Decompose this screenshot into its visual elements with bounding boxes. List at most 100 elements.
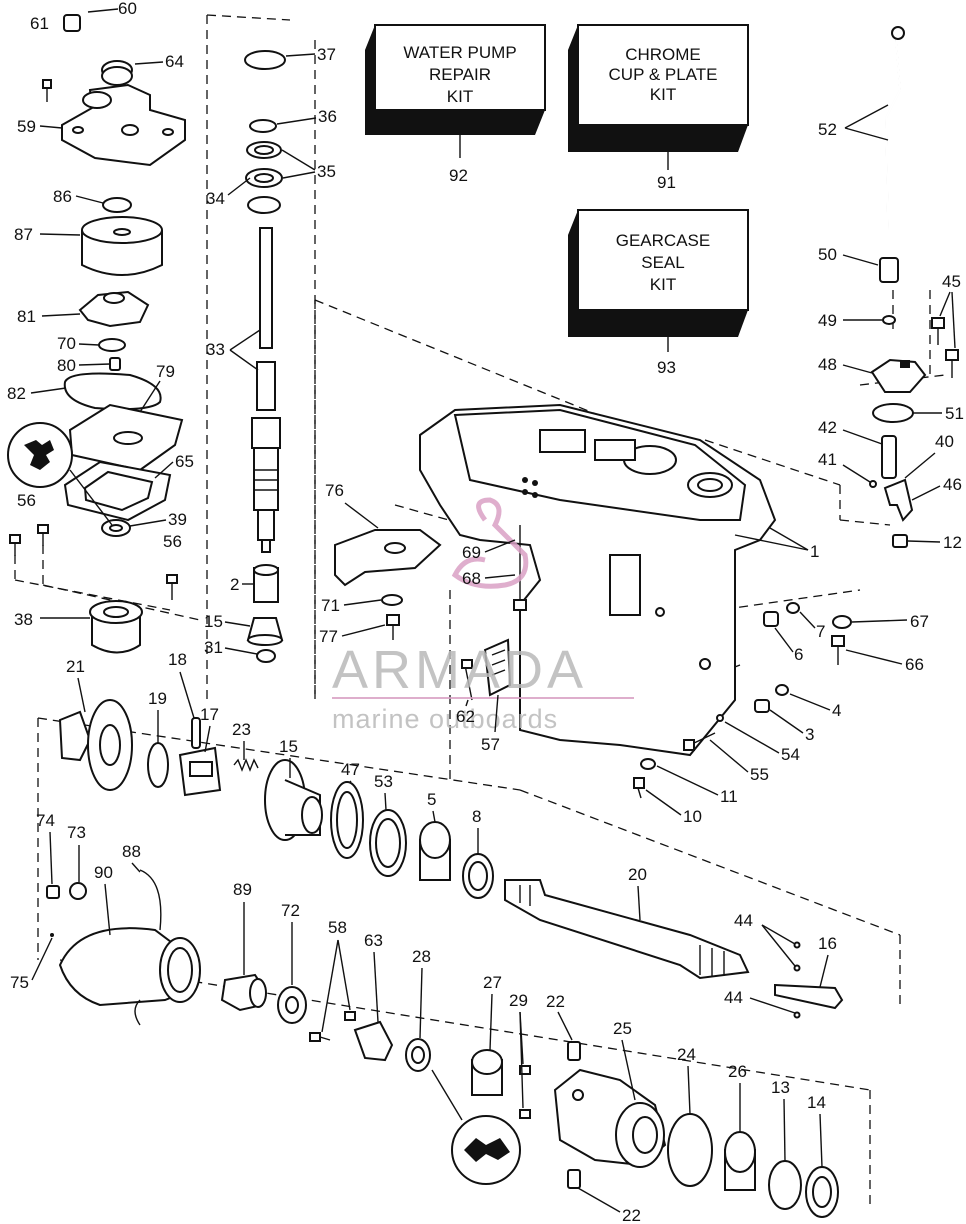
kit-box-chrome-cup: CHROME CUP & PLATE KIT 91: [568, 24, 749, 192]
callout-17: 17: [200, 705, 219, 724]
callout-40: 40: [935, 432, 954, 451]
balls-44: [793, 941, 801, 1019]
callout-31: 31: [204, 638, 223, 657]
key-80: [109, 357, 121, 371]
callout-labels: 60 61 64 59 86 87 81 70 80 82 79 65 39 5…: [7, 0, 964, 1224]
callout-59: 59: [17, 117, 36, 136]
detail-callout-bubble: [7, 422, 113, 526]
callout-73: 73: [67, 823, 86, 842]
callout-41: 41: [818, 450, 837, 469]
callout-63: 63: [364, 931, 383, 950]
callout-81: 81: [17, 307, 36, 326]
kit-chrome-cup-number: 91: [657, 173, 676, 192]
kit-water-pump-line3: KIT: [447, 87, 473, 106]
callout-14: 14: [807, 1093, 826, 1112]
callout-1: 1: [810, 542, 819, 561]
screw-66: [831, 635, 845, 665]
seal-14: [805, 1166, 839, 1218]
callout-55: 55: [750, 765, 769, 784]
drive-shaft-33: [251, 227, 281, 553]
washer-67: [832, 615, 852, 629]
shift-rod-42: [881, 435, 897, 479]
callout-22a: 22: [546, 992, 565, 1011]
callout-66: 66: [905, 655, 924, 674]
thrust-bearing-35: [245, 141, 283, 214]
bearing-housing-25: [553, 1068, 667, 1168]
nut-11-screw-10: [633, 758, 656, 799]
callout-29: 29: [509, 991, 528, 1010]
washer-71: [381, 594, 403, 606]
callout-21: 21: [66, 657, 85, 676]
gasket-7: [786, 602, 800, 614]
screws-45: [931, 317, 959, 378]
callout-38: 38: [14, 610, 33, 629]
watermark-tagline: marine outboards: [332, 704, 558, 734]
callout-54: 54: [781, 745, 800, 764]
callout-47: 47: [341, 760, 360, 779]
callout-16: 16: [818, 934, 837, 953]
bearing-carrier-63: [353, 1020, 394, 1062]
bearing-27: [471, 1049, 503, 1096]
callout-12: 12: [943, 533, 962, 552]
callout-56a: 56: [17, 491, 36, 510]
gearcase-housing-1: [419, 403, 777, 757]
o-ring-86: [102, 197, 132, 213]
callout-62: 62: [456, 707, 475, 726]
callout-90: 90: [94, 863, 113, 882]
kit-gearcase-seal-line3: KIT: [650, 275, 676, 294]
callout-79: 79: [156, 362, 175, 381]
retainer-19: [147, 742, 169, 788]
seal-39: [101, 519, 131, 537]
assembly-dashed-lines: [14, 14, 946, 1210]
shift-housing-48: [870, 358, 927, 393]
nut-31: [256, 649, 276, 663]
callout-20: 20: [628, 865, 647, 884]
callout-13: 13: [771, 1078, 790, 1097]
o-ring-24: [667, 1113, 713, 1187]
callout-51: 51: [945, 404, 964, 423]
o-ring-70: [98, 338, 126, 352]
watermark-logo: ARMADA marine outboards: [332, 497, 634, 734]
bearing-housing-38: [89, 600, 143, 654]
callout-37: 37: [317, 45, 336, 64]
callout-35: 35: [317, 162, 336, 181]
watermark-brand: ARMADA: [332, 640, 587, 700]
retainer-22: [567, 1041, 581, 1189]
callout-87: 87: [14, 225, 33, 244]
screws-29: [519, 1065, 531, 1119]
callout-46: 46: [943, 475, 962, 494]
callout-52: 52: [818, 120, 837, 139]
pin-12: [892, 534, 908, 548]
screw-77: [386, 614, 400, 640]
callout-89: 89: [233, 880, 252, 899]
forward-gear-21: [58, 699, 133, 791]
shift-rod-52: [884, 26, 905, 231]
grommet-60: [63, 14, 81, 32]
callout-5: 5: [427, 790, 436, 809]
callout-70: 70: [57, 334, 76, 353]
callout-80: 80: [57, 356, 76, 375]
callout-10: 10: [683, 807, 702, 826]
cradle-16: [774, 983, 844, 1010]
callout-75: 75: [10, 973, 29, 992]
callout-6: 6: [794, 645, 803, 664]
spring-23: [233, 758, 259, 772]
trim-tab-57: [483, 638, 512, 697]
screw-61: [42, 79, 52, 102]
callout-53: 53: [374, 772, 393, 791]
callout-56b: 56: [163, 532, 182, 551]
screw-62: [461, 659, 473, 701]
kit-chrome-cup-line2: CUP & PLATE: [609, 65, 718, 84]
callout-67: 67: [910, 612, 929, 631]
callout-57: 57: [481, 735, 500, 754]
pin-41: [869, 480, 877, 488]
callout-24: 24: [677, 1045, 696, 1064]
callout-49: 49: [818, 311, 837, 330]
kit-gearcase-seal-line2: SEAL: [641, 253, 684, 272]
callout-2: 2: [230, 575, 239, 594]
seal-28: [405, 1038, 431, 1072]
kit-gearcase-seal-line1: GEARCASE: [616, 231, 710, 250]
callout-74: 74: [36, 811, 55, 830]
thrust-washer-72: [277, 986, 307, 1024]
